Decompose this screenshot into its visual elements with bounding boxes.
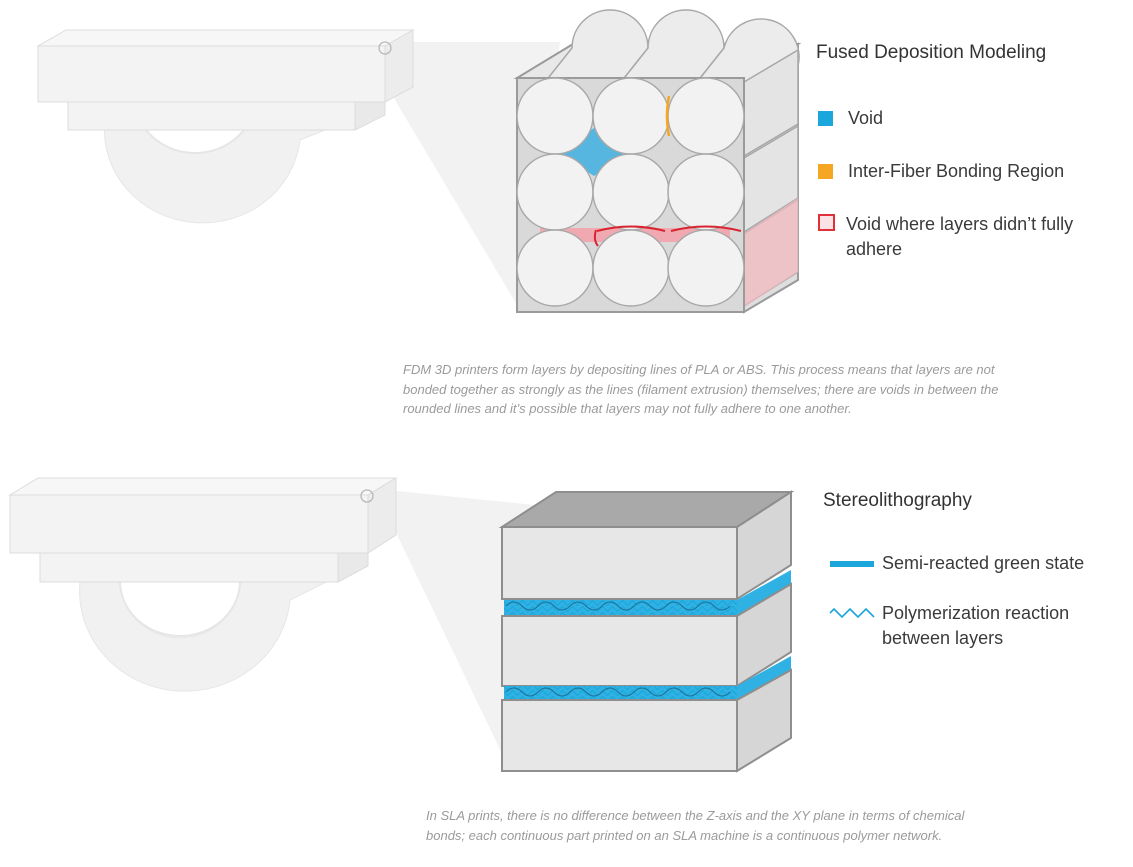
layer-void-swatch (818, 214, 835, 231)
legend-bonding-label: Inter-Fiber Bonding Region (848, 161, 1065, 181)
fdm-print-part (36, 29, 560, 310)
legend-void-label: Void (848, 108, 884, 128)
sla-layer-stack (498, 490, 795, 773)
legend-polymerization-label: Polymerization reaction between layers (882, 603, 1070, 648)
nozzle-marker-icon (378, 41, 392, 55)
nozzle-marker-icon (360, 489, 374, 503)
sla-caption: In SLA prints, there is no difference be… (426, 808, 965, 843)
legend-layer-void-label: Void where layers didn’t fully adhere (846, 214, 1074, 259)
zigzag-icon (829, 608, 875, 618)
sla-title: Stereolithography (823, 490, 972, 511)
fdm-caption: FDM 3D printers form layers by depositin… (403, 362, 999, 416)
fdm-cube (513, 9, 802, 314)
sla-print-part (8, 477, 535, 760)
fdm-title: Fused Deposition Modeling (816, 42, 1047, 63)
void-swatch (818, 111, 833, 126)
bonding-swatch (818, 164, 833, 179)
green-state-line-icon (830, 561, 874, 567)
legend-green-state-label: Semi-reacted green state (882, 553, 1085, 573)
